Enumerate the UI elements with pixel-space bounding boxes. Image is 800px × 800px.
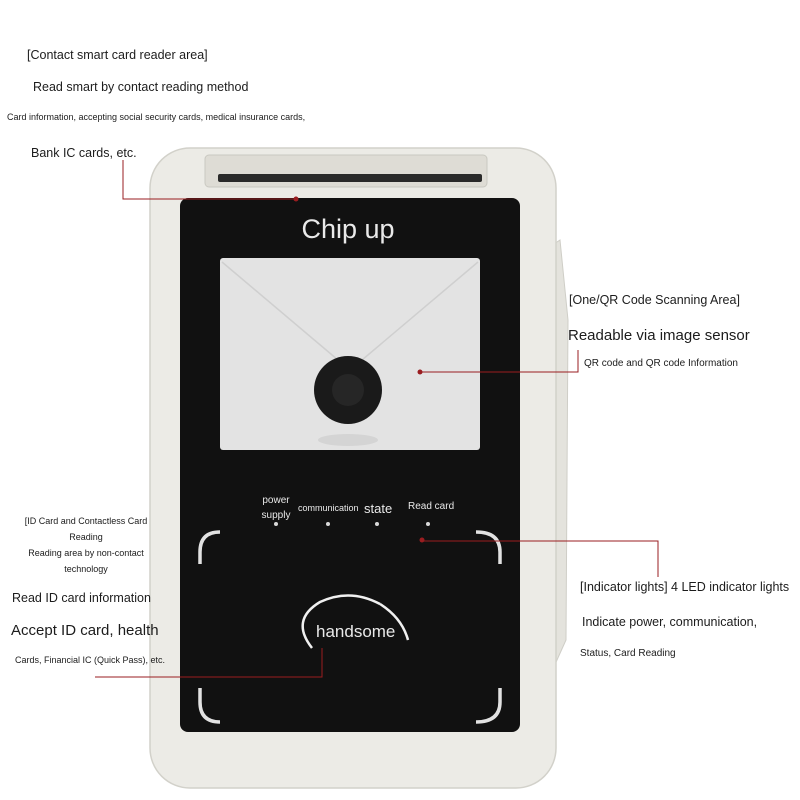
indicator-label-state: state [364, 501, 393, 516]
bracket-bottom-left [198, 688, 221, 724]
camera-lens-inner [332, 374, 364, 406]
brand-name: handsome [316, 622, 396, 641]
contactless-callout-line3: Read ID card information [12, 591, 151, 605]
scan-window-reflection [221, 261, 479, 361]
contactless-callout-heading2: Reading [69, 532, 103, 542]
indicator-callout-heading: [Indicator lights] 4 LED indicator light… [580, 580, 790, 594]
indicator-callout-line1: Indicate power, communication, [582, 615, 758, 629]
card-slot-housing [204, 154, 488, 188]
indicator-callout-line2: Status, Card Reading [580, 648, 676, 659]
indicator-label-power: power supply [261, 495, 291, 521]
bracket-top-right [475, 530, 502, 564]
contactless-callout-heading: [ID Card and Contactless Card [24, 516, 148, 526]
brand-logo-swirl-right [379, 602, 410, 641]
contactless-callout-line2: technology [64, 564, 108, 574]
device-title: Chip up [301, 214, 395, 244]
indicator-label-read-card: Read card [408, 501, 455, 512]
scan-callout-heading: [One/QR Code Scanning Area] [569, 293, 740, 307]
contact-callout-line1: Read smart by contact reading method [33, 80, 249, 94]
contact-callout-line2: Card information, accepting social secur… [7, 112, 306, 122]
bracket-bottom-right [475, 688, 502, 724]
scan-window [220, 258, 480, 450]
led-power [274, 522, 278, 526]
led-state [375, 522, 379, 526]
indicator-label-communication: communication [298, 503, 359, 513]
contact-callout-line3: Bank IC cards, etc. [31, 146, 137, 160]
leader-scan-dot [417, 369, 423, 375]
brand-logo-swirl [301, 594, 381, 649]
leader-contactless [95, 648, 323, 678]
led-read-card [426, 522, 430, 526]
leader-indicator [422, 540, 659, 577]
scan-callout-line1: Readable via image sensor [568, 327, 750, 344]
contactless-callout-line5: Cards, Financial IC (Quick Pass), etc. [15, 655, 166, 665]
contactless-callout-line1: Reading area by non-contact [28, 548, 144, 558]
leader-scan [420, 350, 579, 373]
leader-contact [122, 160, 296, 200]
bracket-top-left [198, 530, 221, 564]
card-slot [218, 174, 482, 182]
scan-callout-line2: QR code and QR code Information [584, 358, 738, 369]
leader-contact-dot [293, 196, 299, 202]
leader-indicator-dot [419, 537, 425, 543]
lens-shadow [318, 434, 378, 446]
contact-callout-heading: [Contact smart card reader area] [27, 48, 208, 62]
contactless-callout-line4: Accept ID card, health [11, 622, 159, 639]
led-communication [326, 522, 330, 526]
